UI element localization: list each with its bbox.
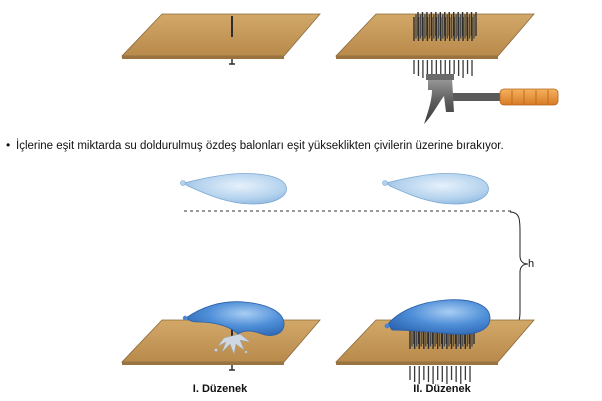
- height-brace: [509, 211, 529, 327]
- nail-tips-under-bottom: [409, 366, 471, 384]
- water-balloon-on-nails: [384, 299, 491, 335]
- board-top-left: [121, 13, 321, 59]
- water-balloon-icon: [180, 173, 287, 205]
- instruction-sentence: İçlerine eşit miktarda su doldurulmuş öz…: [16, 140, 504, 152]
- height-label: h: [528, 258, 535, 270]
- bullet: •: [6, 138, 11, 152]
- water-balloon-icon: [382, 173, 489, 205]
- hammer-icon: [424, 74, 559, 124]
- setup-2-label: II. Düzenek: [413, 383, 471, 395]
- water-splash-icon: [214, 333, 251, 355]
- nail-icon: [229, 16, 235, 65]
- setup-1-label: I. Düzenek: [192, 383, 248, 395]
- nail-bed-top: [413, 12, 477, 41]
- board-top-right: [335, 13, 535, 59]
- burst-balloon-1: [182, 301, 285, 336]
- nail-tips-under-top: [413, 60, 473, 78]
- instruction-text: • İçlerine eşit miktarda su doldurulmuş ö…: [6, 138, 596, 152]
